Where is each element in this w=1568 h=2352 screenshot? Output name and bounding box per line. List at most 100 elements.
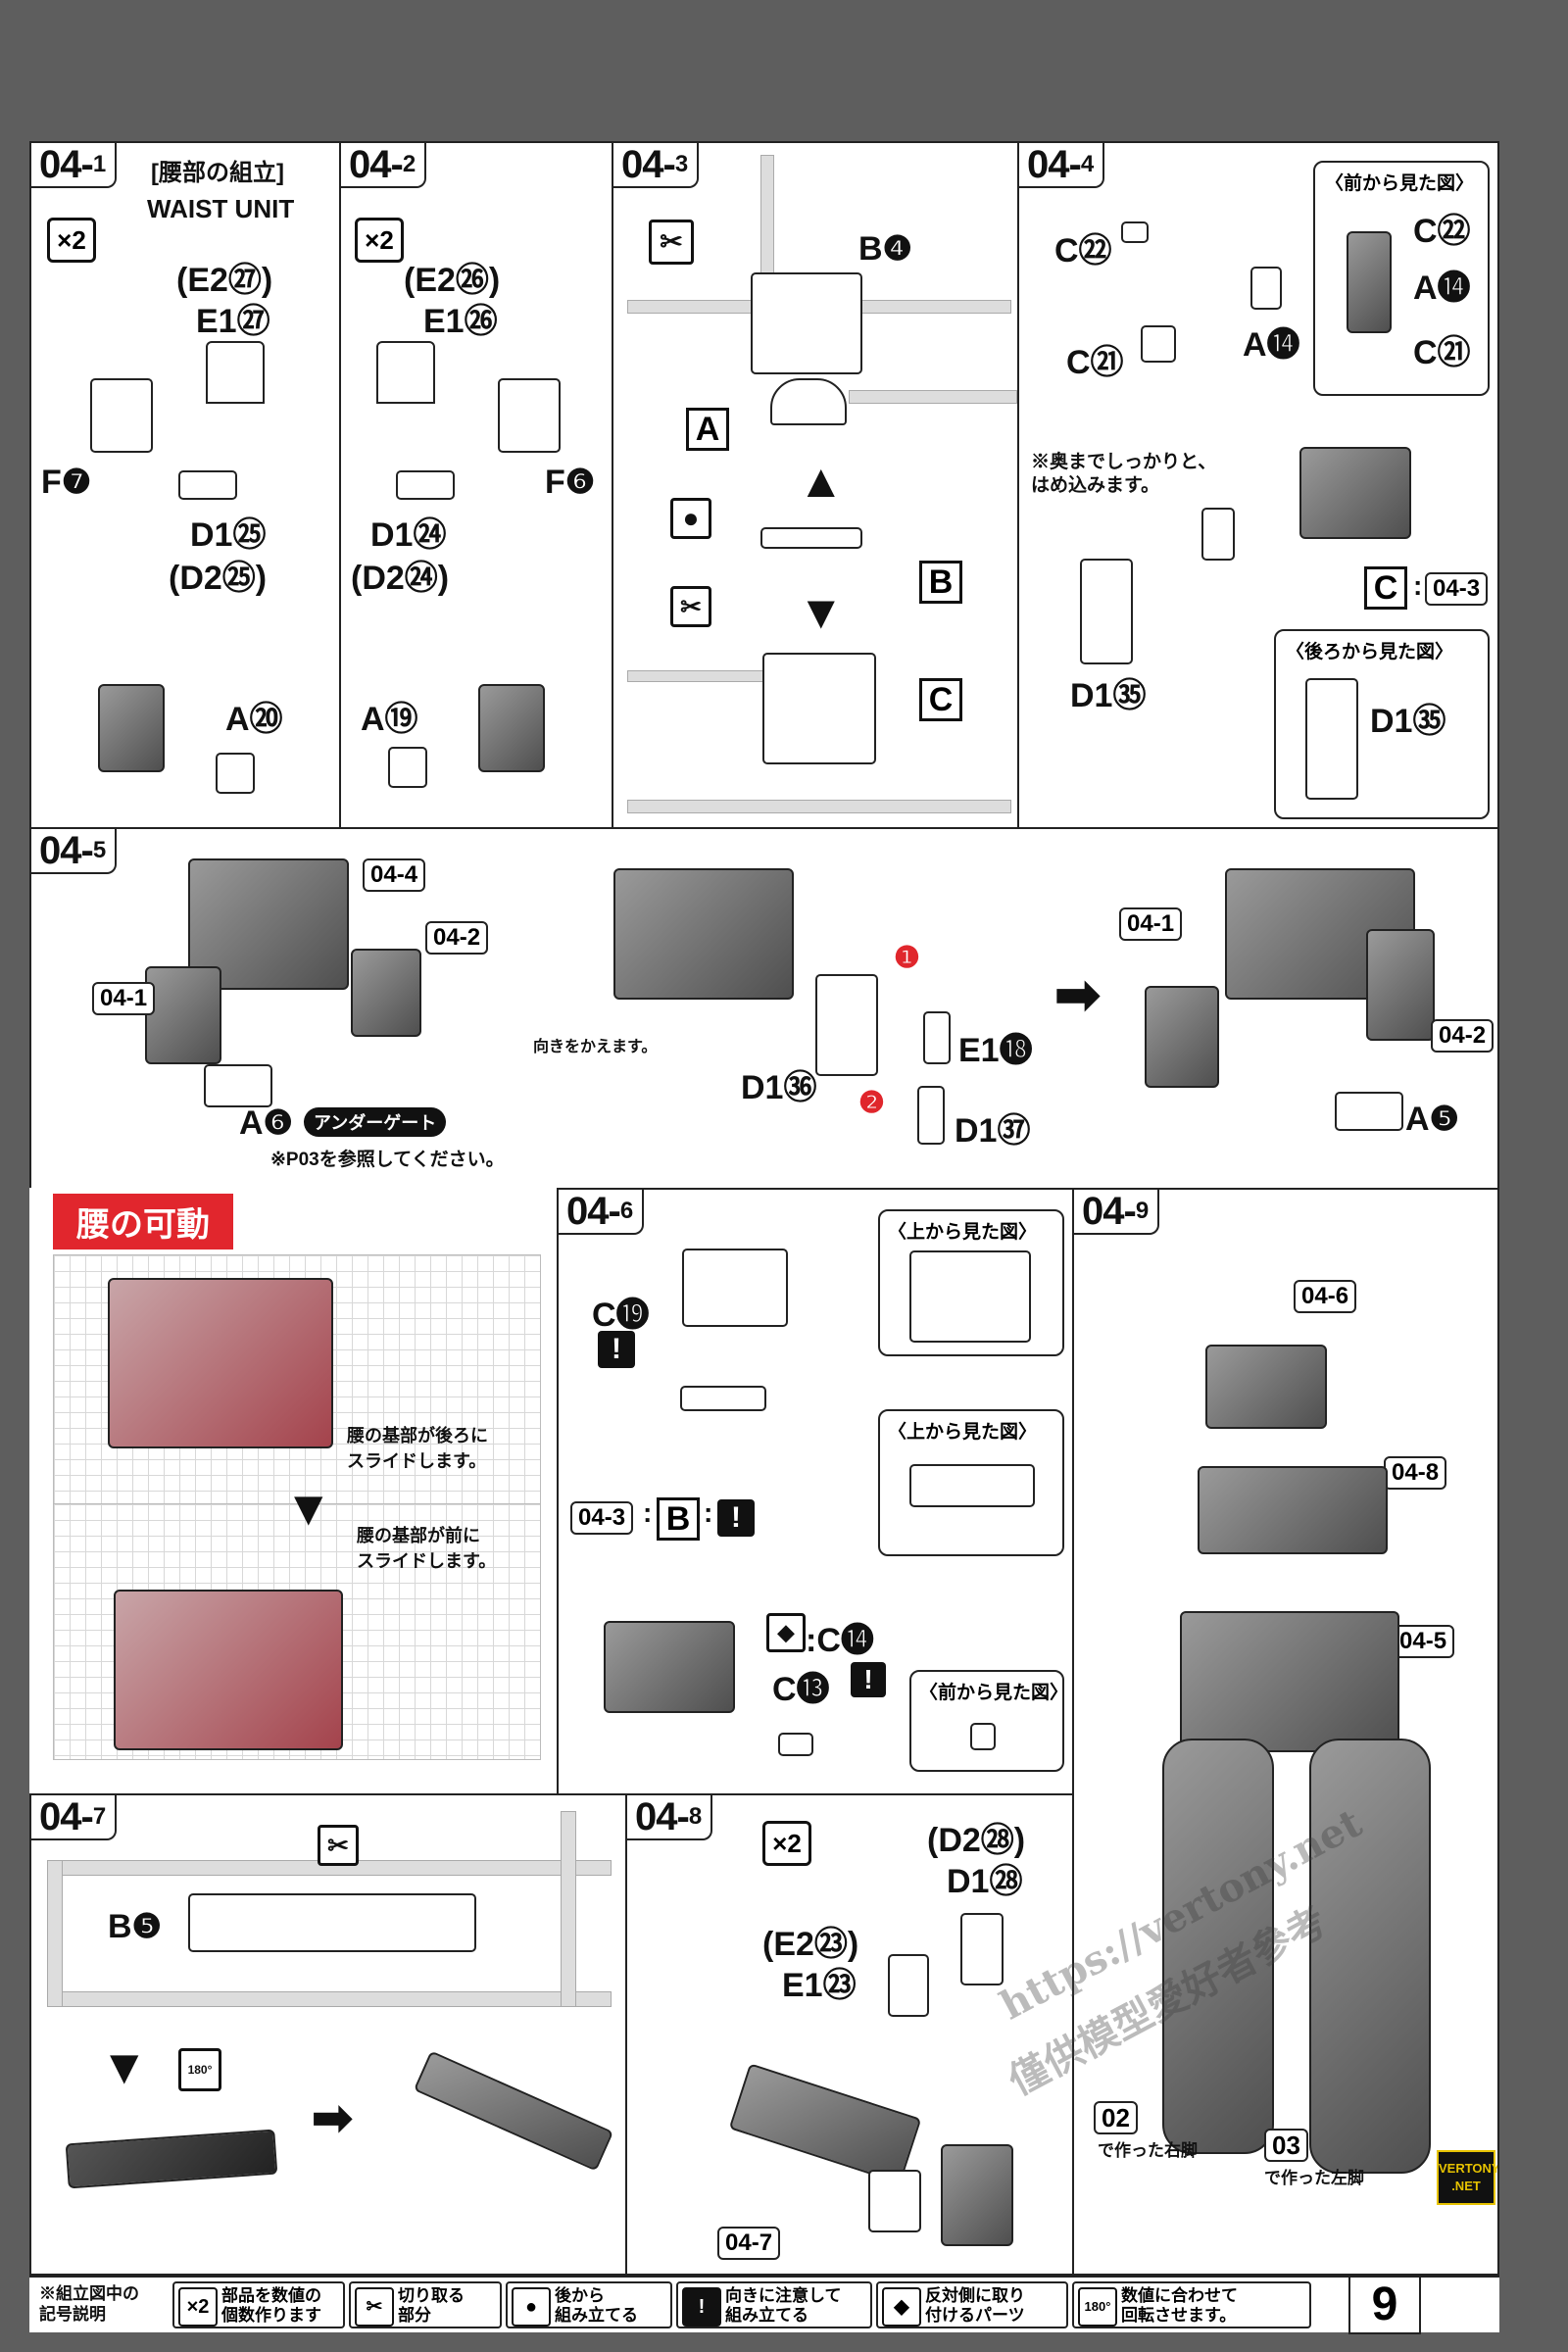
runner-frame [47, 1860, 63, 2007]
part-shape [604, 1621, 735, 1713]
part-letter-b: B [657, 1497, 700, 1541]
vertony-logo: VERTONY.NET [1437, 2150, 1497, 2205]
part-letter-c: C [919, 678, 962, 721]
step-reference: 04-1 [1119, 907, 1183, 941]
part-shape [917, 1086, 945, 1145]
symbol-legend: ※組立図中の 記号説明 ×2 部品を数値の 個数作ります ✂ 切り取る 部分 ●… [29, 2276, 1499, 2332]
part-shape [1347, 231, 1392, 333]
part-shape [65, 2129, 278, 2189]
part-label-c22: C㉒ [1413, 213, 1471, 250]
rotate-180-icon: 180° [178, 2048, 221, 2091]
top-view-title: 〈上から見た図〉 [888, 1222, 1038, 1243]
part-letter-c: C [1364, 566, 1407, 610]
step-number: 04-2 [341, 143, 427, 188]
step-marker-1: ❶ [894, 942, 920, 974]
waist-assembly-part [1180, 1611, 1399, 1752]
rotate-180-icon: 180° [1078, 2287, 1117, 2327]
back-view-callout: 〈後ろから見た図〉 D1㉟ [1274, 629, 1490, 819]
step-04-5-panel: 04-5 04-4 04-2 04-1 A❻ アンダーゲート ※P03を参照して… [29, 827, 1499, 1190]
part-shape [680, 1386, 766, 1411]
right-leg-note: で作った右脚 [1098, 2141, 1198, 2160]
part-label-c21: C㉑ [1066, 344, 1124, 381]
part-shape [970, 1723, 996, 1750]
caution-icon: ! [598, 1331, 635, 1368]
caution-icon: ! [717, 1499, 755, 1537]
part-label-a14: A⓮ [1243, 326, 1300, 364]
part-shape [770, 378, 847, 425]
part-label-d137: D1㊲ [955, 1112, 1031, 1150]
part-label-d1: D1㉔ [370, 516, 447, 554]
part-label-d135: D1㉟ [1370, 703, 1446, 740]
part-shape [498, 378, 561, 453]
slide-back-note: 腰の基部が後ろに スライドします。 [347, 1426, 488, 1471]
part-shape [778, 1733, 813, 1756]
part-label-d1: D1㉕ [190, 516, 267, 554]
back-assembly-icon: ● [670, 498, 711, 539]
right-leg-part [1162, 1739, 1274, 2154]
step-reference: 03 [1264, 2129, 1308, 2162]
part-shape [216, 753, 255, 794]
part-shape [388, 747, 427, 788]
step-reference: 04-1 [92, 982, 156, 1015]
part-label-e123: E1㉓ [782, 1967, 857, 2004]
part-label-c14: :C⓮ [806, 1622, 874, 1659]
legend-text: 切り取る 部分 [398, 2286, 465, 2325]
turn-note: 向きをかえます。 [533, 1039, 658, 1055]
undergate-badge: アンダーゲート [304, 1107, 447, 1137]
arrow-up-icon: ▲ [798, 456, 845, 508]
step-reference: 04-4 [363, 858, 426, 892]
legend-item-rotate: 180° 数値に合わせて 回転させます。 [1072, 2281, 1311, 2328]
front-view-callout: 〈前から見た図〉 [909, 1670, 1069, 1772]
waist-assembly-part [613, 868, 794, 1000]
part-shape [188, 1893, 476, 1952]
legend-item-cut: ✂ 切り取る 部分 [349, 2281, 502, 2328]
part-shape [1141, 325, 1176, 363]
runner-frame [849, 390, 1017, 404]
left-leg-part [1309, 1739, 1431, 2174]
part-shape [762, 653, 876, 764]
x2-icon: ×2 [355, 218, 404, 263]
legend-text: 向きに注意して 組み立てる [725, 2286, 842, 2325]
part-shape [760, 527, 862, 549]
part-shape [1299, 447, 1411, 539]
arrow-down-icon: ▼ [284, 1481, 333, 1536]
part-label-d2: (D2㉔) [351, 560, 450, 597]
step-04-7-panel: 04-7 ✂ B❺ ▼ 180° ➡ [29, 1793, 627, 2276]
front-view-callout: 〈前から見た図〉 C㉒ A⓮ C㉑ [1313, 161, 1490, 396]
step-04-9-panel: 04-9 04-6 04-8 04-5 02 で作った右脚 03 で作った左脚 … [1072, 1188, 1499, 2276]
part-label-e1: E1㉖ [423, 303, 498, 340]
legend-text: 後から 組み立てる [555, 2286, 638, 2325]
step-reference: 04-5 [1392, 1625, 1455, 1658]
step-number: 04-8 [627, 1795, 713, 1840]
step-number: 04-6 [559, 1190, 645, 1235]
runner-frame [561, 1811, 576, 2007]
front-view-title: 〈前から見た図〉 [919, 1683, 1069, 1703]
part-label-a14: A⓮ [1413, 270, 1471, 307]
arrow-down-icon: ▼ [798, 587, 845, 639]
part-shape [682, 1249, 788, 1327]
part-shape [396, 470, 455, 500]
part-shape [888, 1954, 929, 2017]
part-shape [1205, 1345, 1327, 1429]
step-marker-2: ❷ [858, 1087, 885, 1119]
part-label-d136: D1㊱ [741, 1069, 817, 1106]
step-04-2-panel: 04-2 ×2 (E2㉖) E1㉖ F❻ D1㉔ (D2㉔) A⑲ [339, 141, 613, 829]
side-armor-part [1366, 929, 1435, 1041]
x2-icon: ×2 [762, 1821, 811, 1866]
colon: : [704, 1497, 713, 1528]
part-shape [941, 2144, 1013, 2246]
reference-note: ※P03を参照してください。 [270, 1150, 505, 1170]
part-shape [909, 1250, 1031, 1343]
part-label-e1: E1㉗ [196, 303, 270, 340]
part-shape [728, 2063, 922, 2184]
assembled-part [98, 684, 165, 772]
part-label-e118: E1⓲ [958, 1032, 1033, 1069]
next-arrow-icon: ➡ [312, 2090, 353, 2145]
part-label-c19: C⓳ [592, 1297, 650, 1334]
x2-icon: ×2 [47, 218, 96, 263]
next-arrow-icon: ➡ [1054, 963, 1101, 1025]
part-label-c13: C⓭ [772, 1671, 830, 1708]
part-shape [1335, 1092, 1403, 1131]
caution-icon: ! [851, 1662, 886, 1697]
step-04-8-panel: 04-8 ×2 (D2㉘) D1㉘ (E2㉓) E1㉓ 04-7 [625, 1793, 1074, 2276]
